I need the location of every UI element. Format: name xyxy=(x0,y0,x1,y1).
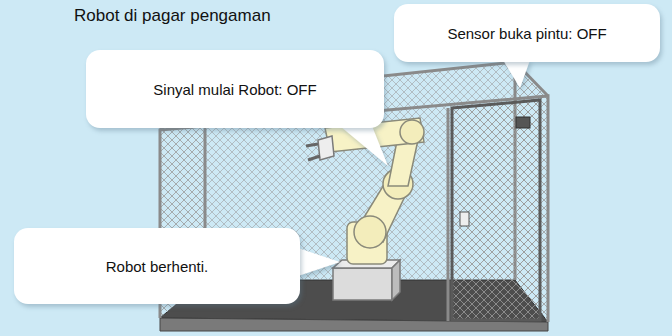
diagram-title: Robot di pagar pengaman xyxy=(74,6,271,26)
callout-tail xyxy=(340,126,388,166)
callout-bubble: Sinyal mulai Robot: OFF xyxy=(86,50,384,128)
robot-base-side xyxy=(392,260,400,300)
robot-wrist-joint xyxy=(400,120,424,144)
robot-gripper xyxy=(306,144,320,160)
door-open-sensor xyxy=(516,117,530,128)
callout-tail xyxy=(503,60,530,88)
callout-text: Robot berhenti. xyxy=(106,258,209,275)
callout-bubble: Robot berhenti. xyxy=(14,228,300,304)
safety-door xyxy=(452,100,540,320)
callout-bubble: Sensor buka pintu: OFF xyxy=(394,4,660,62)
callout-text: Sensor buka pintu: OFF xyxy=(447,25,606,42)
robot-arm xyxy=(306,118,424,300)
robot-shoulder-joint xyxy=(354,216,386,248)
callout-text: Sinyal mulai Robot: OFF xyxy=(153,81,316,98)
callout-tail xyxy=(298,248,340,276)
robot-gripper-mount xyxy=(318,136,334,160)
door-handle xyxy=(460,212,469,226)
door-post xyxy=(447,108,450,321)
robot-base xyxy=(333,268,392,300)
